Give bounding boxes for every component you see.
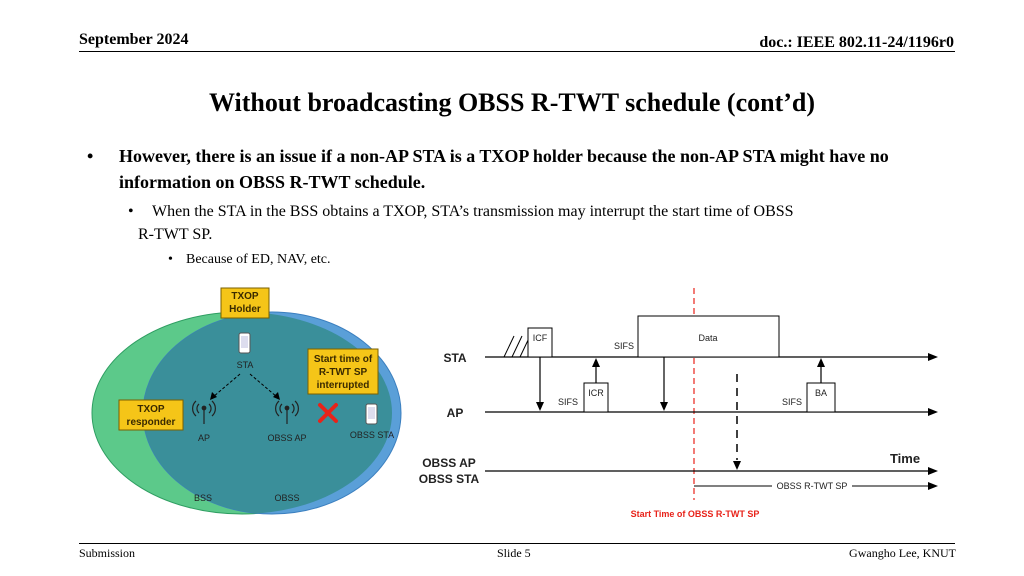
footer-submission: Submission [79, 546, 136, 560]
sta-to-obss-ap-arrow [249, 373, 278, 398]
data-frame [637, 315, 780, 358]
txop-holder-box [220, 287, 270, 319]
interrupted-label-3: interrupted [317, 380, 370, 391]
icf-frame [527, 327, 553, 358]
bullet-dot: • [87, 146, 94, 166]
obss-label: OBSS [274, 493, 299, 503]
icr-frame [583, 382, 609, 413]
row-label-obss-1: OBSS AP [422, 456, 476, 470]
row-label-ap: AP [447, 406, 464, 420]
ba-frame [806, 382, 836, 413]
bss-label: BSS [194, 493, 212, 503]
footer-slide-number: Slide 5 [497, 546, 531, 560]
bullet-level3-text: Because of ED, NAV, etc. [186, 252, 331, 267]
icr-up-arrow [592, 358, 600, 383]
bss-obss-diagram: TXOP Holder STA AP OBSS AP OBSS STA Star… [91, 287, 402, 515]
bullet-level3: • Because of ED, NAV, etc. [168, 250, 331, 270]
arrowhead [273, 392, 280, 400]
footer-author: Gwangho Lee, KNUT [849, 546, 956, 560]
txop-responder-label-2: responder [127, 417, 176, 428]
bullet-dot: • [128, 203, 134, 220]
txop-holder-label-2: Holder [229, 304, 261, 315]
sta-to-ap-arrow [212, 373, 241, 398]
sta-phone-icon [238, 332, 251, 354]
slide-title: Without broadcasting OBSS R-TWT schedule… [208, 88, 816, 117]
bullet-level2: • When the STA in the BSS obtains a TXOP… [128, 200, 938, 246]
ap-time-axis [485, 408, 938, 416]
icf-down-arrow [536, 357, 544, 411]
data-label: Data [698, 333, 717, 343]
obss-rtwt-sp-label: OBSS R-TWT SP [777, 481, 848, 491]
interrupted-cross-icon [318, 403, 338, 423]
bullet-level2-text: When the STA in the BSS obtains a TXOP, … [152, 203, 794, 220]
obss-sp-dashed-arrow [733, 374, 741, 470]
start-time-label: Start Time of OBSS R-TWT SP [631, 509, 760, 519]
ap-antenna-icon [192, 400, 216, 424]
icr-label: ICR [588, 388, 604, 398]
ba-label: BA [815, 388, 827, 398]
row-label-obss-2: OBSS STA [419, 472, 480, 486]
bullet-level2-text-cont: R-TWT SP. [138, 226, 213, 243]
bullet-level1-text: However, there is an issue if a non-AP S… [119, 146, 889, 192]
txop-responder-label: TXOP [137, 404, 165, 415]
interrupted-label-2: R-TWT SP [319, 367, 368, 378]
obss-time-axis [485, 467, 938, 475]
bullet-level1: • However, there is an issue if a non-AP… [87, 143, 917, 195]
obss-ap-antenna-icon [275, 400, 299, 424]
obss-ap-label: OBSS AP [267, 433, 306, 443]
ap-label: AP [198, 433, 210, 443]
timing-diagram: STA AP OBSS AP OBSS STA ICF Data SIFS IC… [419, 288, 938, 519]
sifs-label-1: SIFS [614, 341, 634, 351]
backoff-slashes [503, 335, 531, 358]
sta-label: STA [237, 360, 254, 370]
header-divider [79, 51, 955, 52]
ba-up-arrow [817, 358, 825, 383]
interrupted-label-1: Start time of [314, 354, 373, 365]
sifs-label-2: SIFS [558, 397, 578, 407]
icf-label: ICF [533, 333, 548, 343]
obss-sta-label: OBSS STA [350, 430, 394, 440]
txop-responder-box [118, 399, 184, 431]
arrowhead [210, 392, 217, 400]
obss-sta-phone-icon [365, 403, 378, 425]
txop-holder-label: TXOP [231, 291, 259, 302]
interrupted-box [307, 348, 379, 395]
header-doc-id: doc.: IEEE 802.11-24/1196r0 [759, 34, 954, 51]
bullet-dot: • [168, 252, 173, 267]
footer-divider [79, 543, 955, 544]
time-label: Time [890, 451, 920, 466]
header-date: September 2024 [79, 31, 189, 48]
data-down-arrow [660, 357, 668, 411]
obss-rtwt-sp-arrow [694, 482, 938, 490]
row-label-sta: STA [443, 351, 466, 365]
sifs-label-3: SIFS [782, 397, 802, 407]
